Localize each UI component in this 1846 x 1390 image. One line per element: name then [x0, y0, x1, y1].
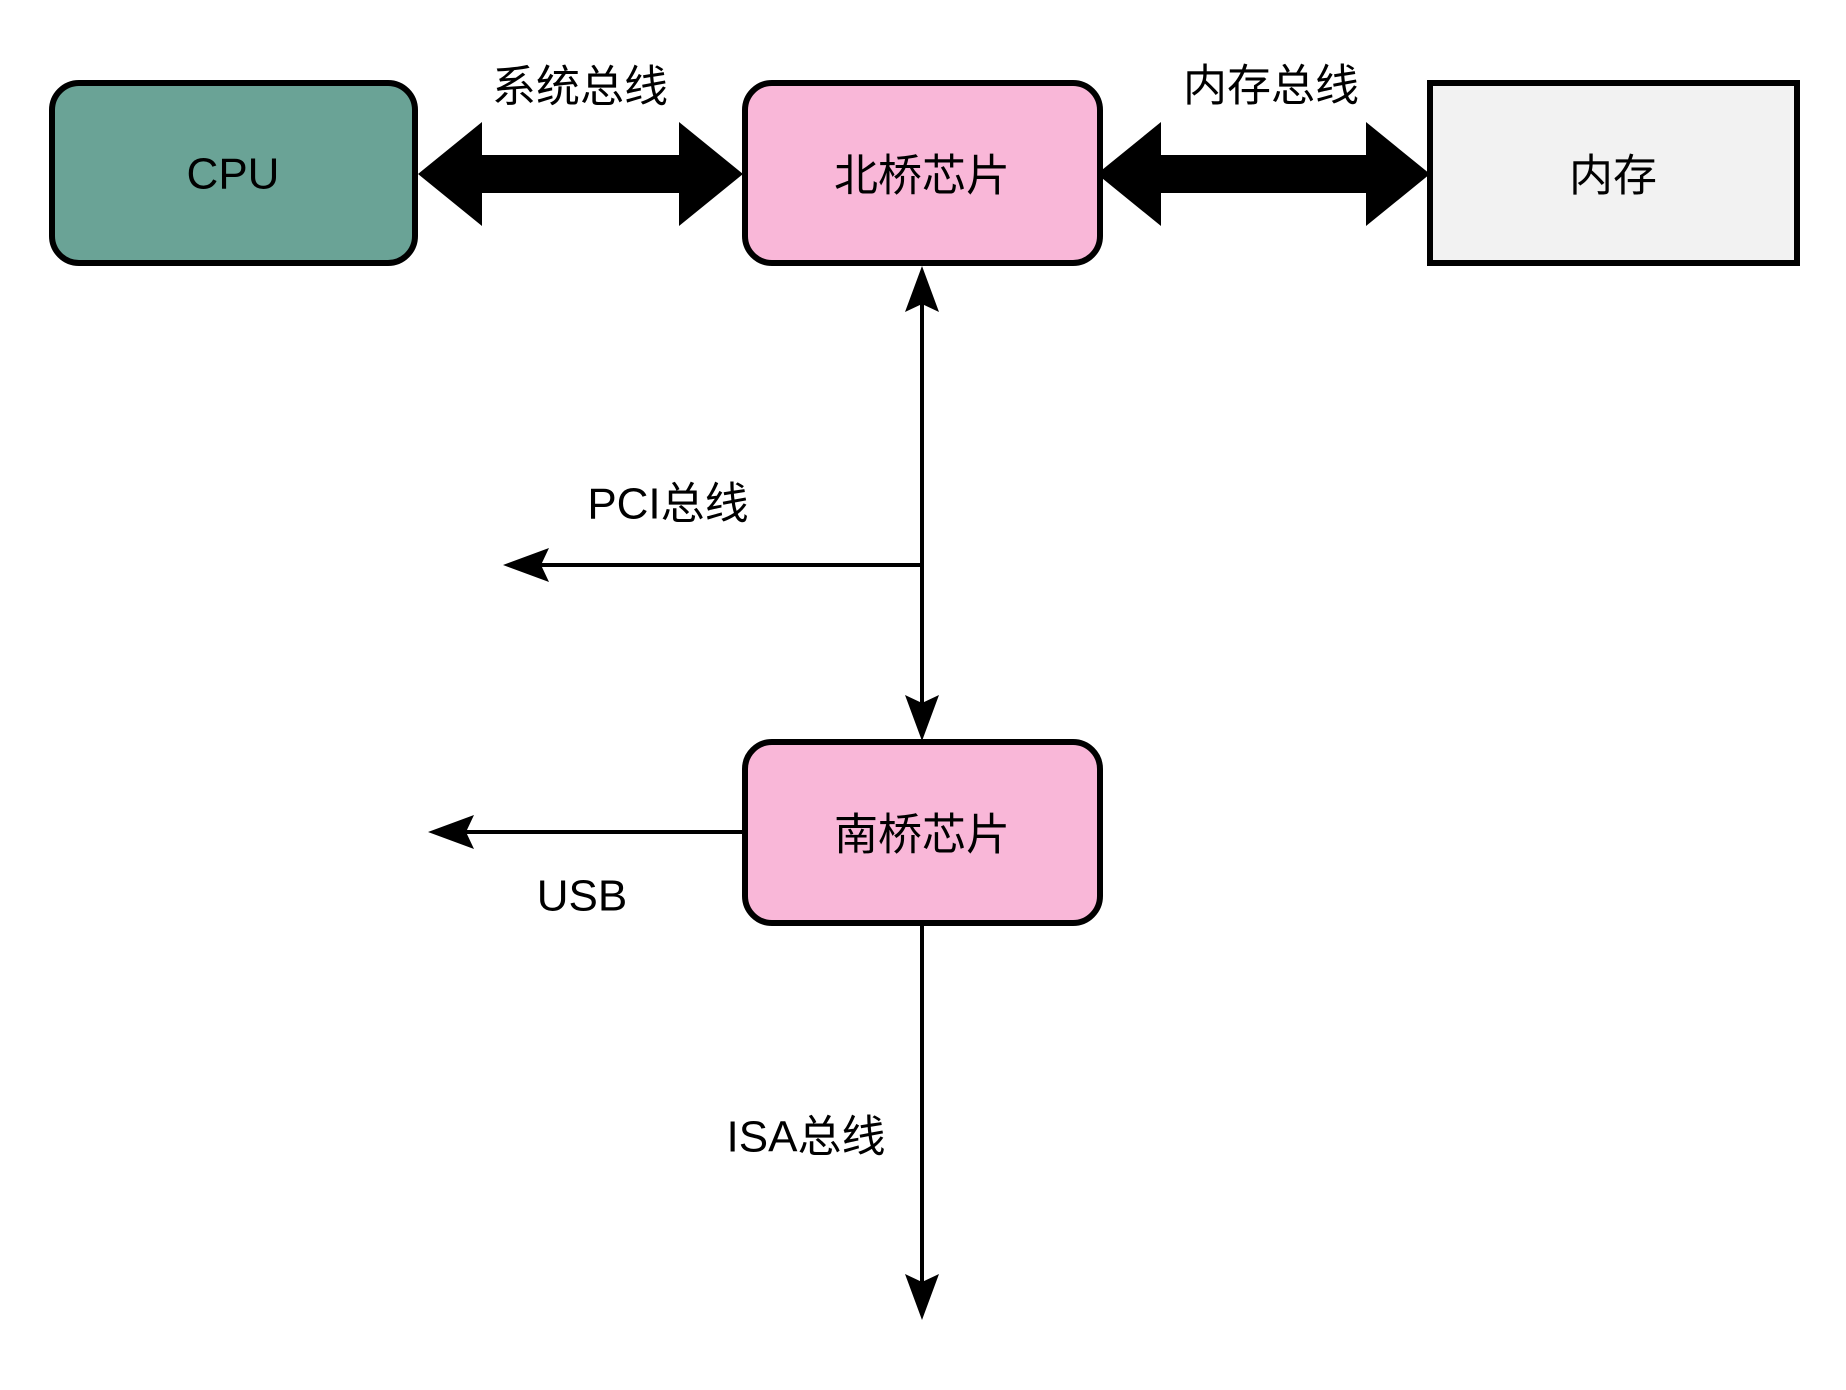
cpu-box [49, 80, 418, 266]
down-arrowhead-icon [905, 695, 939, 741]
down-arrowhead-icon [905, 1274, 939, 1320]
southbridge-label: 南桥芯片 [834, 811, 1010, 860]
pci-bus-arrow [503, 548, 922, 582]
node-memory: 内存 [1427, 80, 1800, 266]
memory-bus-arrow [1097, 122, 1430, 226]
up-arrowhead-icon [905, 266, 939, 312]
isa-bus-label: ISA总线 [727, 1113, 886, 1162]
isa-bus-arrow [905, 923, 939, 1320]
node-northbridge: 北桥芯片 [742, 80, 1103, 266]
node-southbridge: 南桥芯片 [742, 739, 1103, 926]
memory-label: 内存 [1569, 152, 1657, 201]
memory-bus-label: 内存总线 [1183, 62, 1359, 111]
southbridge-box [742, 739, 1103, 926]
system-bus-label: 系统总线 [492, 63, 668, 112]
node-cpu: CPU [49, 80, 418, 266]
left-arrowhead-icon [503, 548, 549, 582]
usb-label: USB [537, 872, 627, 921]
cpu-label: CPU [187, 150, 280, 199]
northbridge-box [742, 80, 1103, 266]
left-arrowhead-icon [428, 815, 474, 849]
memory-box [1427, 80, 1800, 266]
northbridge-label: 北桥芯片 [834, 152, 1010, 201]
system-bus-arrow [418, 122, 743, 226]
usb-arrow [428, 815, 745, 849]
north-south-link-arrow [905, 266, 939, 741]
pci-bus-label: PCI总线 [587, 480, 748, 529]
